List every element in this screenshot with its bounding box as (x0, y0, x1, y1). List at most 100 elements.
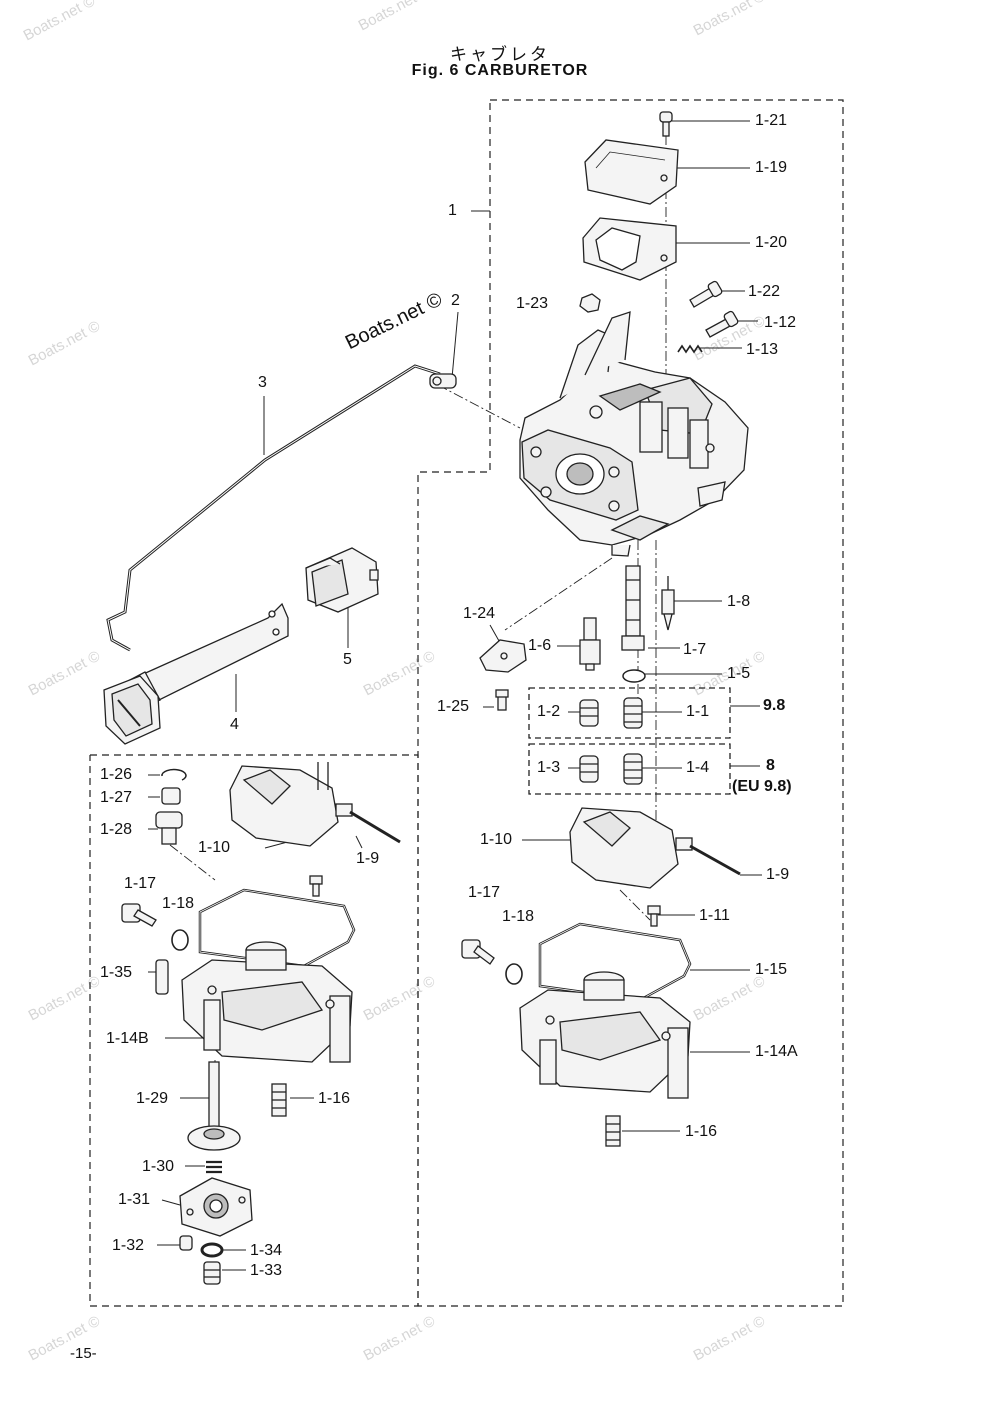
jet-1-6 (579, 617, 601, 671)
float-1-10-right (569, 807, 693, 889)
screw-1-22 (689, 280, 723, 308)
spring-1-30 (206, 1160, 222, 1174)
label-1-2: 1-2 (537, 703, 561, 720)
washer-1-5 (622, 669, 646, 683)
screw-1-17-left (121, 903, 157, 927)
nut-1-23 (579, 293, 601, 313)
tiller-handle-4 (103, 602, 289, 745)
plug-1-33 (203, 1261, 221, 1285)
float-chamber-b-boundary (89, 754, 419, 1307)
pin-1-9-right (689, 844, 741, 876)
kit-box-9-8 (528, 687, 731, 739)
tube-1-7 (621, 565, 645, 651)
plate-1-24 (479, 639, 527, 673)
label-1-18-left: 1-18 (162, 895, 195, 912)
screw-1-12 (705, 310, 739, 338)
label-1-26: 1-26 (100, 766, 133, 783)
label-1-35: 1-35 (100, 964, 133, 981)
label-1-20: 1-20 (755, 234, 788, 251)
label-1-21: 1-21 (755, 112, 788, 129)
label-1-16-right: 1-16 (685, 1123, 718, 1140)
label-1-10-left: 1-10 (198, 839, 231, 856)
label-1-11: 1-11 (699, 907, 730, 924)
ring-1-26 (161, 768, 187, 781)
label-1-8: 1-8 (727, 593, 751, 610)
label-1-31: 1-31 (118, 1191, 151, 1208)
jet-1-2 (579, 699, 599, 727)
screw-1-17-right (461, 939, 495, 965)
label-1-18-right: 1-18 (502, 908, 535, 925)
label-1: 1 (448, 202, 457, 219)
label-1-28: 1-28 (100, 821, 133, 838)
label-1-14b: 1-14B (106, 1030, 149, 1047)
screw-1-16-right (605, 1115, 621, 1147)
pin-1-35 (155, 959, 169, 995)
label-1-30: 1-30 (142, 1158, 175, 1175)
float-chamber-1-14b (181, 941, 353, 1063)
label-1-25: 1-25 (437, 698, 470, 715)
label-1-9-right: 1-9 (766, 866, 790, 883)
link-rod-3 (106, 364, 441, 652)
label-1-32: 1-32 (112, 1237, 145, 1254)
label-1-7: 1-7 (683, 641, 707, 658)
figure-title-japanese: キャブレタ (450, 45, 550, 64)
label-1-34: 1-34 (250, 1242, 283, 1259)
screw-1-11 (647, 905, 661, 927)
float-chamber-1-14a (519, 971, 691, 1099)
clip-2 (429, 373, 457, 389)
screw-1-16-left (271, 1083, 287, 1117)
washer-1-18-right (505, 963, 523, 985)
seal-1-27 (161, 787, 181, 805)
label-1-3: 1-3 (537, 759, 561, 776)
cover-1-31 (179, 1177, 253, 1237)
carburetor-body (519, 311, 749, 557)
jet-1-3 (579, 755, 599, 783)
label-1-17-left: 1-17 (124, 875, 157, 892)
label-1-16-left: 1-16 (318, 1090, 351, 1107)
screw-1-11-left (309, 875, 323, 897)
label-1-27: 1-27 (100, 789, 133, 806)
washer-1-34 (200, 1242, 224, 1258)
label-5: 5 (343, 651, 352, 668)
seat-1-28 (155, 811, 183, 845)
screw-1-32 (179, 1235, 193, 1251)
label-1-12: 1-12 (764, 314, 797, 331)
jet-1-4 (623, 753, 643, 785)
pin-1-9-left (349, 810, 401, 844)
jet-1-1 (623, 697, 643, 729)
label-1-13: 1-13 (746, 341, 779, 358)
label-model-9-8: 9.8 (763, 697, 786, 714)
label-model-8: 8 (766, 757, 775, 774)
label-1-29: 1-29 (136, 1090, 169, 1107)
label-1-14a: 1-14A (755, 1043, 798, 1060)
label-1-4: 1-4 (686, 759, 710, 776)
kit-box-8 (528, 743, 731, 795)
washer-1-18-left (171, 929, 189, 951)
label-3: 3 (258, 374, 267, 391)
cover-1-19 (584, 139, 679, 205)
label-1-1: 1-1 (686, 703, 710, 720)
label-1-24: 1-24 (463, 605, 496, 622)
label-1-6: 1-6 (528, 637, 552, 654)
label-1-5: 1-5 (727, 665, 751, 682)
needle-1-8 (661, 576, 675, 631)
label-2: 2 (451, 292, 460, 309)
label-1-17-right: 1-17 (468, 884, 501, 901)
screw-1-25 (495, 689, 509, 711)
label-1-22: 1-22 (748, 283, 781, 300)
label-4: 4 (230, 716, 239, 733)
screw-1-21 (659, 111, 673, 137)
label-1-9-left: 1-9 (356, 850, 380, 867)
page-number: -15- (70, 1345, 97, 1362)
label-1-19: 1-19 (755, 159, 788, 176)
label-1-15: 1-15 (755, 961, 788, 978)
label-1-23: 1-23 (516, 295, 549, 312)
figure-title: Fig. 6 CARBURETOR (411, 62, 589, 79)
label-1-10-right: 1-10 (480, 831, 513, 848)
plunger-1-29 (187, 1061, 241, 1151)
grip-cap-5 (305, 547, 379, 613)
label-model-eu-9-8: (EU 9.8) (732, 778, 792, 795)
label-1-33: 1-33 (250, 1262, 283, 1279)
spring-1-13 (677, 344, 703, 354)
